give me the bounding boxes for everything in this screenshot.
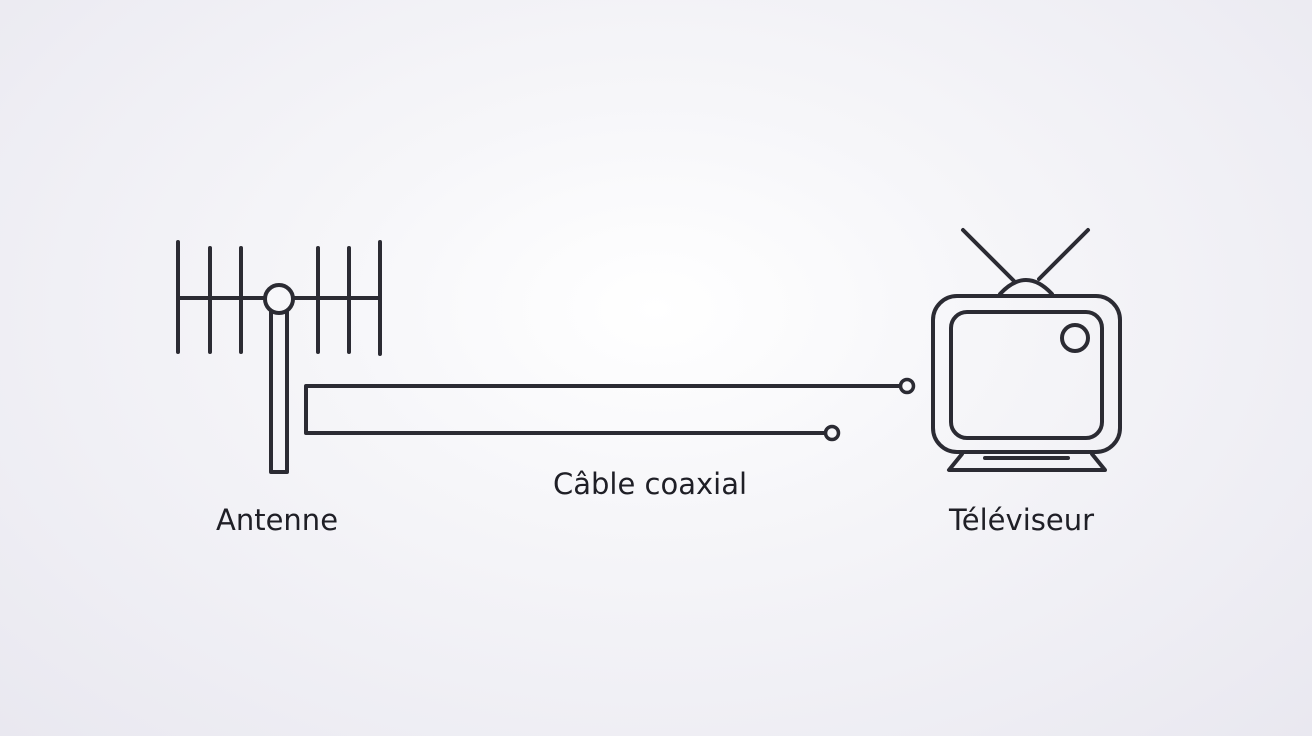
cable-line <box>304 384 902 435</box>
cable-connector-end <box>823 424 841 442</box>
tv-body <box>931 294 1122 454</box>
antenna-icon <box>176 240 382 474</box>
tv-stand <box>947 452 1107 472</box>
antenna-label: Antenne <box>216 503 339 537</box>
antenna-mast <box>269 310 289 474</box>
tv-antenna-left <box>961 228 1016 283</box>
tv-screen <box>949 310 1104 440</box>
cable-label: Câble coaxial <box>553 467 748 501</box>
tv-antenna-right <box>1037 228 1090 281</box>
coaxial-cable <box>304 377 916 442</box>
antenna-hub <box>263 283 295 315</box>
tv-antenna-base <box>998 278 1054 296</box>
tv-label: Téléviseur <box>949 503 1094 537</box>
television-icon <box>931 228 1122 472</box>
cable-connector-end <box>898 377 916 395</box>
tv-knob <box>1060 323 1090 353</box>
